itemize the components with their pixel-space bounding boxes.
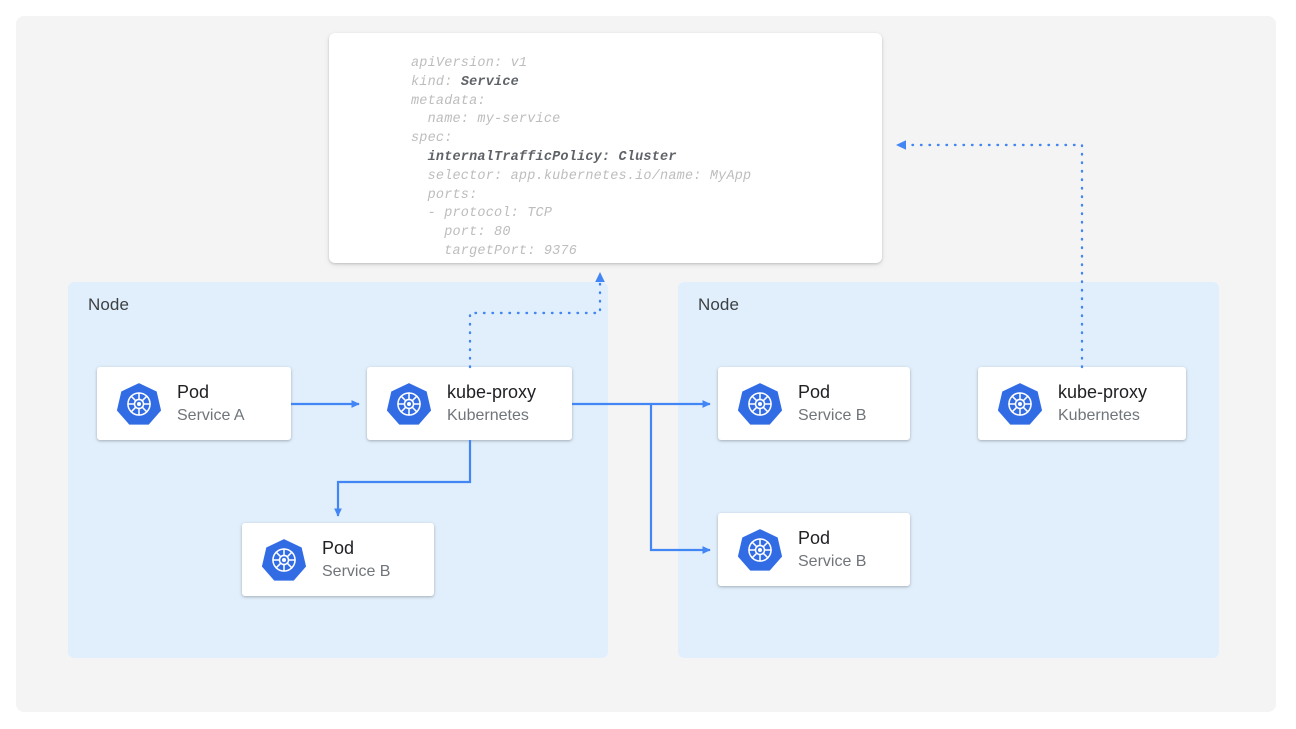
card-title: kube-proxy [447,382,537,403]
kubernetes-logo-icon [736,526,784,574]
kubernetes-logo-icon [115,380,163,428]
card-subtitle: Kubernetes [1058,406,1140,424]
card-subtitle: Service B [798,552,867,570]
kubernetes-logo-icon [260,536,308,584]
card-title: Pod [322,538,355,559]
card-kube-proxy-left[interactable]: kube-proxy Kubernetes [367,367,572,440]
kubernetes-logo-icon [996,380,1044,428]
card-pod-service-b-right-bottom[interactable]: Pod Service B [718,513,910,586]
card-title: Pod [798,382,831,403]
card-subtitle: Kubernetes [447,406,529,424]
service-manifest-panel: apiVersion: v1 kind: Service metadata: n… [329,33,882,263]
node-group-left: Node [68,282,608,658]
service-manifest-code: apiVersion: v1 kind: Service metadata: n… [411,56,752,259]
kubernetes-logo-icon [736,380,784,428]
kubernetes-logo-icon [385,380,433,428]
node-label: Node [698,295,740,314]
card-pod-service-b-left[interactable]: Pod Service B [242,523,434,596]
card-title: Pod [177,382,210,403]
card-subtitle: Service B [322,562,391,580]
node-group-right: Node [678,282,1219,658]
diagram-canvas: Node Node apiVersion: v1 kind: Service m… [16,16,1276,712]
card-title: kube-proxy [1058,382,1148,403]
card-subtitle: Service B [798,406,867,424]
card-title: Pod [798,528,831,549]
card-pod-service-a[interactable]: Pod Service A [97,367,291,440]
card-pod-service-b-right-top[interactable]: Pod Service B [718,367,910,440]
node-label: Node [88,295,130,314]
card-kube-proxy-right[interactable]: kube-proxy Kubernetes [978,367,1186,440]
card-subtitle: Service A [177,406,245,424]
